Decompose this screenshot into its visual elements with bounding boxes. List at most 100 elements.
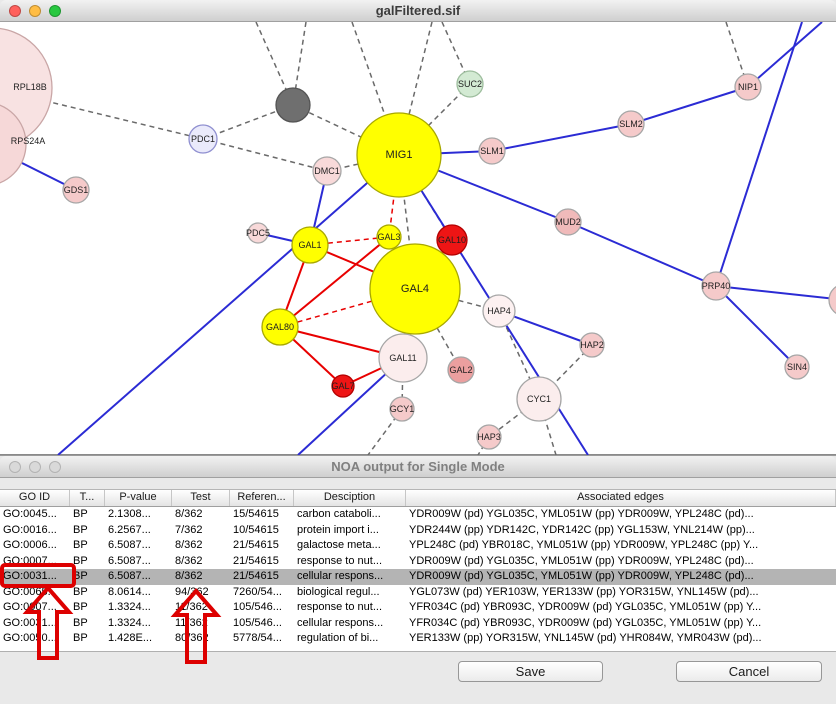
edge-pdc1-dmc1[interactable] — [202, 138, 328, 172]
node-label-mig1: MIG1 — [386, 149, 413, 161]
edge-prp40-partial-right[interactable] — [715, 285, 836, 301]
save-button[interactable]: Save — [458, 661, 603, 682]
node-mud2[interactable] — [554, 208, 582, 236]
node-hap4[interactable] — [482, 294, 516, 328]
noa-window-titlebar[interactable]: NOA output for Single Mode — [0, 456, 836, 478]
node-gds1[interactable] — [62, 176, 90, 204]
node-rps24a[interactable] — [0, 102, 27, 186]
edge-mud2-prp40[interactable] — [567, 221, 717, 287]
node-pdc1[interactable] — [188, 124, 218, 154]
edge-rps24a-gds1[interactable] — [0, 144, 77, 191]
minimize-icon[interactable] — [29, 461, 41, 473]
table-cell: biological regul... — [297, 585, 380, 598]
node-nip1[interactable] — [734, 73, 762, 101]
edge-pdc1-graynode[interactable] — [202, 104, 294, 140]
node-suc2[interactable] — [456, 70, 484, 98]
node-gal2[interactable] — [447, 356, 475, 384]
node-label-gal11: GAL11 — [389, 353, 416, 363]
column-header[interactable]: Test — [172, 490, 230, 506]
node-label-sin4: SIN4 — [787, 362, 807, 372]
edge-hap4-cyc1[interactable] — [498, 310, 540, 400]
table-cell: 2.1308... — [108, 508, 151, 520]
column-header[interactable]: P-value — [105, 490, 172, 506]
edge-nip1-off[interactable] — [747, 21, 823, 88]
node-hap2[interactable] — [579, 332, 605, 358]
node-gal3[interactable] — [376, 224, 402, 250]
node-pdc5[interactable] — [247, 222, 269, 244]
column-header[interactable]: GO ID — [0, 490, 70, 506]
table-cell: BP — [73, 616, 88, 629]
node-prp40[interactable] — [701, 271, 731, 301]
node-label-hap2: HAP2 — [580, 340, 604, 350]
node-label-pdc1: PDC1 — [191, 134, 215, 144]
node-label-gds1: GDS1 — [64, 185, 89, 195]
zoom-icon[interactable] — [49, 5, 61, 17]
table-cell: 8/362 — [175, 554, 203, 567]
table-cell: BP — [73, 632, 88, 644]
column-header[interactable]: T... — [70, 490, 105, 506]
table-cell: response to nut... — [297, 554, 382, 567]
table-cell: protein import i... — [297, 523, 379, 536]
node-gal10[interactable] — [436, 224, 468, 256]
table-cell: cellular respons... — [297, 616, 384, 629]
table-cell: GO:0031... — [3, 616, 57, 629]
edge-gal80-gal3[interactable] — [279, 236, 390, 328]
table-cell: YDR244W (pp) YDR142C, YDR142C (pp) YGL15… — [409, 523, 755, 536]
table-cell: BP — [73, 523, 88, 536]
column-header[interactable]: Desciption — [294, 490, 406, 506]
node-gal7[interactable] — [331, 374, 355, 398]
column-header[interactable]: Referen... — [230, 490, 294, 506]
node-label-gal2: GAL2 — [449, 365, 472, 375]
node-sin4[interactable] — [784, 354, 810, 380]
close-icon[interactable] — [9, 461, 21, 473]
table-cell: 11/362 — [175, 616, 208, 629]
close-icon[interactable] — [9, 5, 21, 17]
node-gal1[interactable] — [291, 226, 329, 264]
edge-prp40-sin4[interactable] — [715, 285, 798, 368]
node-partial-right[interactable] — [828, 284, 836, 316]
node-slm1[interactable] — [478, 137, 506, 165]
node-cyc1[interactable] — [516, 376, 562, 422]
node-slm2[interactable] — [617, 110, 645, 138]
zoom-icon[interactable] — [49, 461, 61, 473]
node-hap3[interactable] — [476, 424, 502, 450]
column-header[interactable]: Associated edges — [406, 490, 836, 506]
node-label-gal10: GAL10 — [438, 235, 466, 245]
table-cell: 21/54615 — [233, 570, 279, 582]
table-cell: BP — [73, 585, 88, 598]
node-dmc1[interactable] — [312, 156, 342, 186]
edge-off-prp40[interactable] — [715, 21, 803, 287]
edge-mig1-off[interactable] — [57, 154, 400, 456]
table-cell: 11/362 — [175, 601, 208, 613]
node-graynode[interactable] — [275, 87, 311, 123]
table-cell: 1.428E... — [108, 632, 153, 644]
edge-slm1-slm2[interactable] — [491, 123, 632, 152]
minimize-icon[interactable] — [29, 5, 41, 17]
table-cell: 8/362 — [175, 508, 203, 520]
node-gal11[interactable] — [378, 333, 428, 383]
node-mig1[interactable] — [356, 112, 442, 198]
table-cell: YDR009W (pd) YGL035C, YML051W (pp) YDR00… — [409, 570, 754, 582]
edge-off-mig1[interactable] — [398, 21, 433, 156]
cancel-button[interactable]: Cancel — [676, 661, 822, 682]
node-label-dmc1: DMC1 — [314, 166, 340, 176]
network-window-titlebar[interactable]: galFiltered.sif — [0, 0, 836, 22]
table-cell: GO:0050... — [3, 632, 57, 644]
node-gal80[interactable] — [261, 308, 299, 346]
edge-gal4-gal2[interactable] — [414, 288, 462, 371]
table-cell: GO:0031... — [3, 570, 57, 582]
node-gal4[interactable] — [369, 243, 461, 335]
node-gcy1[interactable] — [389, 396, 415, 422]
edge-slm2-nip1[interactable] — [630, 86, 749, 125]
edge-graynode-mig1[interactable] — [292, 104, 400, 156]
